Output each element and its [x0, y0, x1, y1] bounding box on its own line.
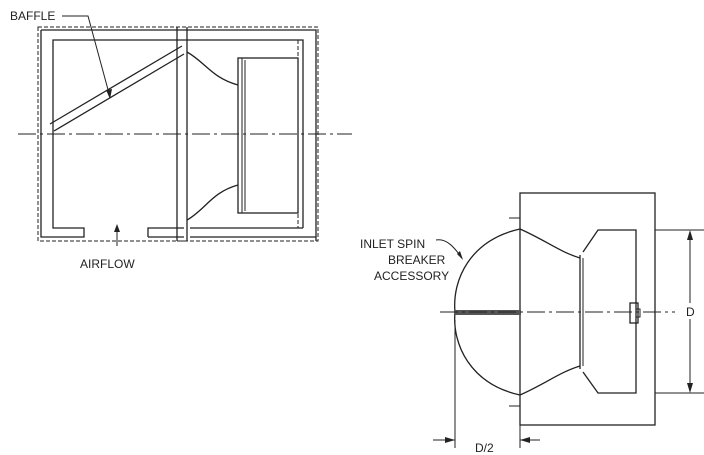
inlet-label-line1: INLET SPIN [360, 237, 425, 251]
baffle-label: BAFFLE [10, 9, 55, 23]
baffle-callout: BAFFLE [10, 9, 112, 99]
dimension-d: D [655, 229, 704, 394]
inlet-label-line3: ACCESSORY [374, 269, 449, 283]
baffle [49, 45, 185, 132]
dimension-half-d: D/2 [433, 320, 540, 455]
inlet-label-line2: BREAKER [388, 253, 446, 267]
right-view-housing [509, 192, 656, 426]
dimension-d-label: D [686, 305, 695, 319]
dimension-half-d-label: D/2 [475, 441, 494, 455]
spin-breaker-plate [455, 310, 521, 315]
left-fan-wheel [186, 40, 299, 228]
airflow-callout: AIRFLOW [80, 224, 135, 271]
inlet-callout: INLET SPIN BREAKER ACCESSORY [360, 237, 463, 283]
airflow-label: AIRFLOW [80, 257, 135, 271]
